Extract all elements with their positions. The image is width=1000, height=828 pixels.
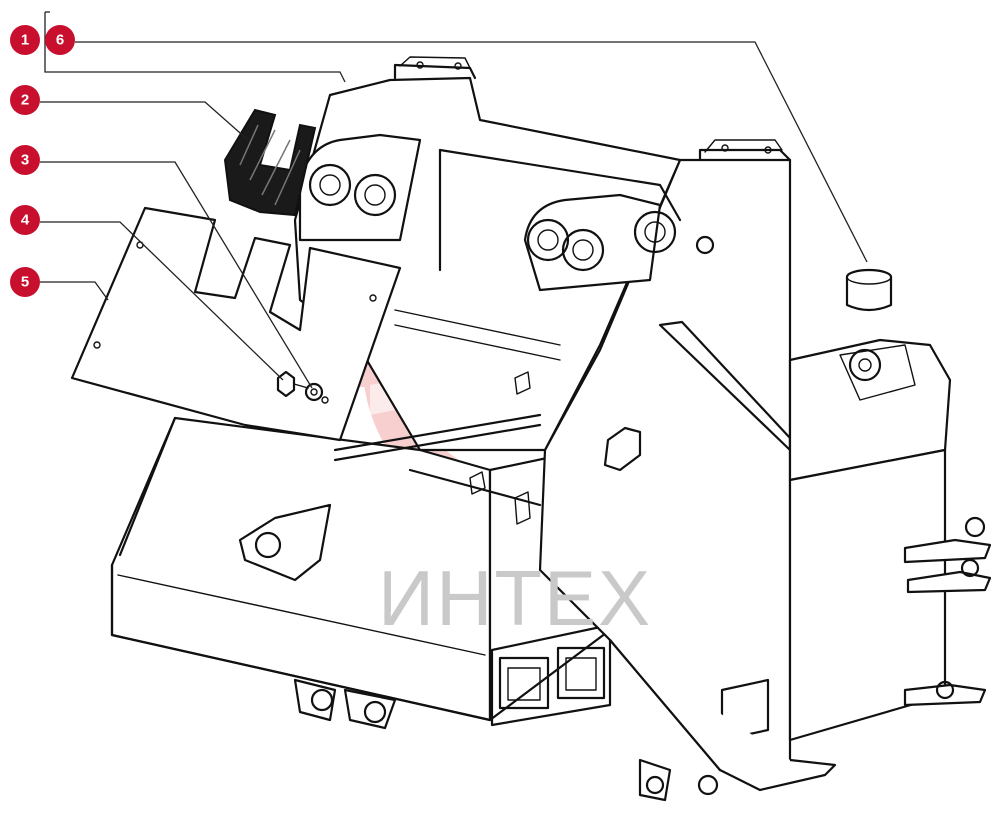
callout-3-label: 3	[21, 152, 29, 169]
callout-1[interactable]: 1	[10, 25, 40, 55]
rubber-bumper-part-2	[223, 108, 317, 217]
callout-6[interactable]: 6	[45, 25, 75, 55]
callout-1-label: 1	[21, 32, 29, 49]
loader-frame	[110, 56, 992, 802]
leader-lines	[40, 11, 868, 389]
bolt-part-4	[276, 370, 309, 398]
bushing-part-6	[845, 268, 893, 312]
callout-4-label: 4	[21, 212, 30, 229]
washer-part-3	[304, 382, 324, 402]
right-side-box	[788, 338, 992, 742]
callout-5[interactable]: 5	[10, 267, 40, 297]
pivot-bosses-right	[523, 193, 677, 292]
callout-3[interactable]: 3	[10, 145, 40, 175]
tube-openings	[490, 623, 612, 727]
cover-plate-part-5	[70, 206, 402, 442]
watermark-text: ИНТЕХ	[378, 554, 652, 642]
callout-5-label: 5	[21, 274, 29, 291]
callout-6-label: 6	[56, 32, 64, 49]
callout-2[interactable]: 2	[10, 85, 40, 115]
pivot-bosses-left	[298, 133, 422, 242]
callout-2-label: 2	[21, 92, 29, 109]
callout-4[interactable]: 4	[10, 205, 40, 235]
